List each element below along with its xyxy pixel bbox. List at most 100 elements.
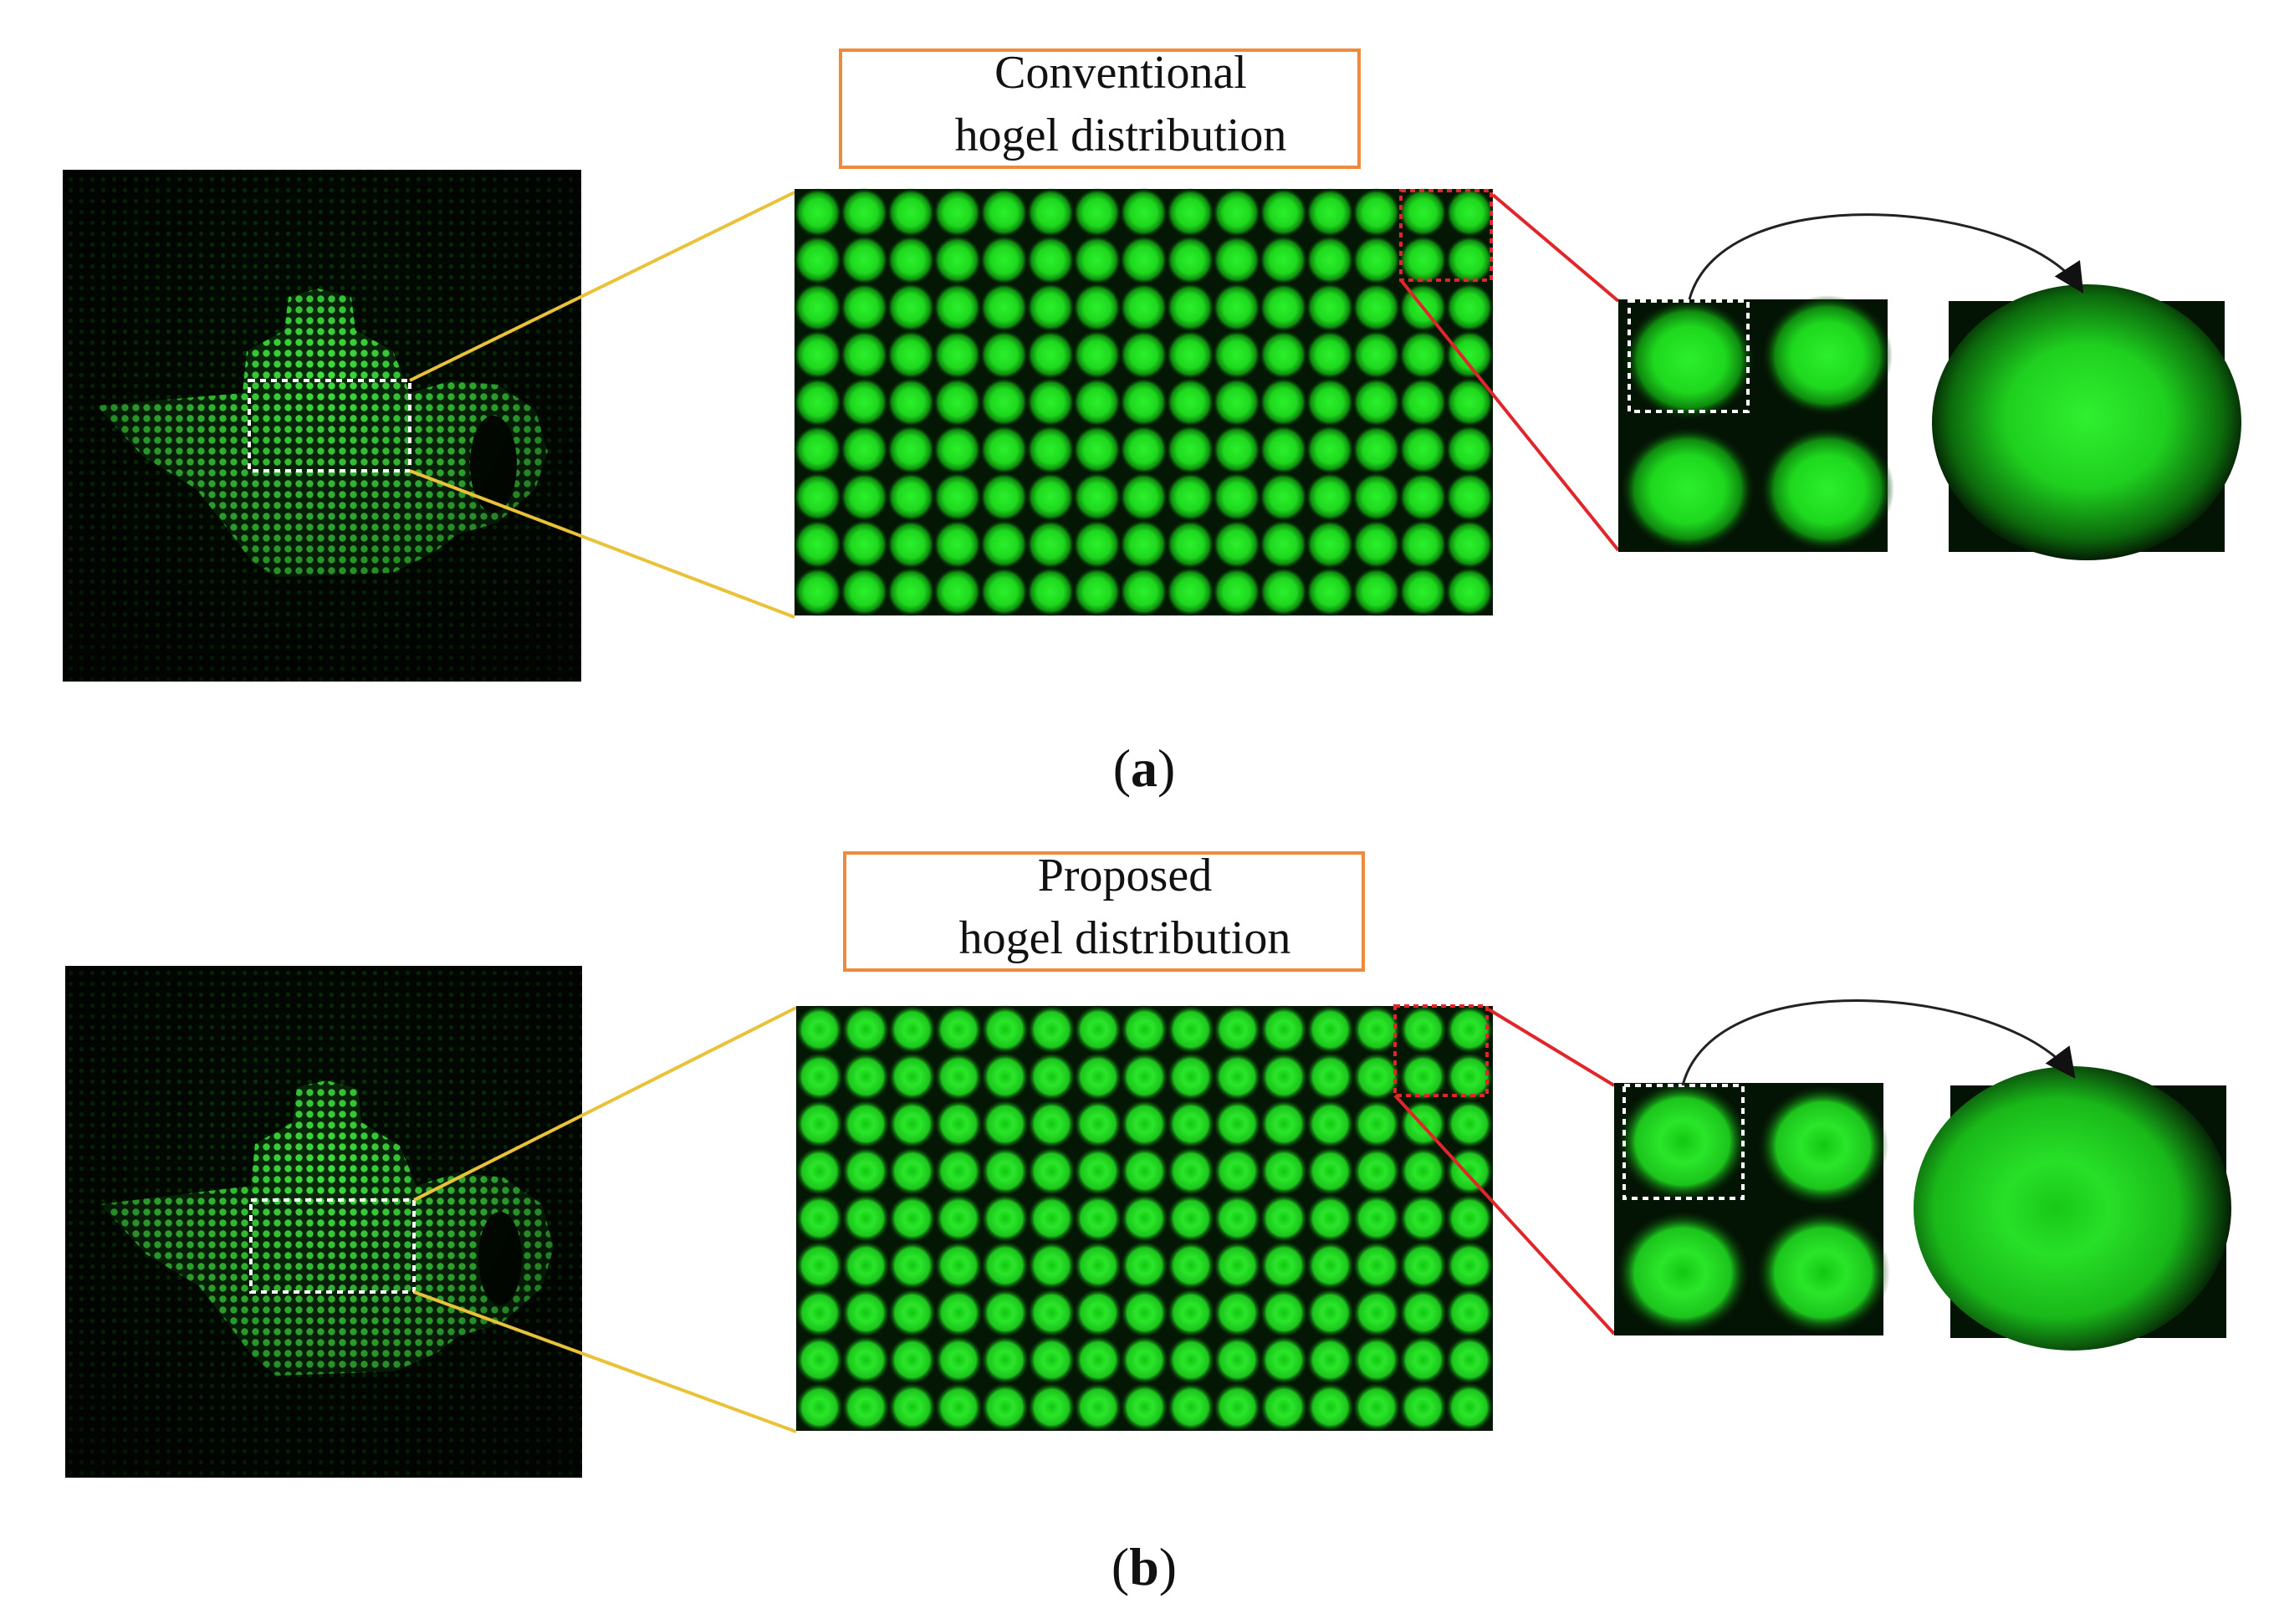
hogel	[1352, 377, 1401, 427]
hogel	[1398, 329, 1448, 380]
hogel	[1398, 377, 1448, 427]
hogel	[841, 1335, 891, 1385]
hogel	[981, 1004, 1030, 1055]
detail-connector-bottom	[1399, 278, 1620, 552]
hogel	[1166, 519, 1215, 569]
hogel	[1074, 1241, 1122, 1290]
hogel	[840, 377, 889, 427]
hogel	[793, 472, 842, 522]
hogel	[1120, 1193, 1169, 1244]
hogel	[841, 1193, 891, 1244]
hogel	[1306, 283, 1355, 333]
hogel	[1306, 1147, 1355, 1196]
hogel	[934, 1193, 984, 1244]
selection-box	[249, 1198, 416, 1294]
hogel	[1120, 1241, 1169, 1290]
zoom-connector-top	[413, 1006, 797, 1202]
hogel	[1398, 1335, 1448, 1385]
hogel	[979, 425, 1029, 475]
hogel	[1166, 425, 1215, 475]
hogel	[1352, 235, 1401, 285]
hogel	[1352, 1288, 1402, 1338]
panel-label-b: (b)	[1111, 1537, 1177, 1596]
hogel	[1260, 1335, 1308, 1385]
hogel	[934, 1241, 984, 1290]
hogel	[887, 283, 936, 333]
hogel	[1166, 187, 1215, 237]
hogel	[1352, 329, 1401, 380]
hogel	[1119, 567, 1168, 617]
hogel	[887, 1147, 937, 1196]
hogel	[1259, 377, 1308, 427]
hogel	[840, 519, 889, 569]
hogel	[1306, 1382, 1355, 1432]
hogel	[1072, 472, 1122, 522]
hogel	[933, 235, 982, 285]
curved-arrow-icon	[1688, 213, 2084, 300]
hogel	[1398, 425, 1448, 475]
hogel	[1306, 1288, 1355, 1338]
hogel	[933, 472, 982, 522]
hogel	[1072, 567, 1122, 617]
hogel	[1074, 1052, 1122, 1102]
hogel	[1445, 472, 1495, 522]
hogel	[979, 519, 1029, 569]
single-hogel-selection	[1628, 299, 1750, 413]
hogel	[795, 1335, 844, 1385]
hogel	[934, 1335, 984, 1385]
hogel	[979, 329, 1029, 380]
hogel	[887, 235, 936, 285]
hogel	[1074, 1099, 1122, 1149]
hogel	[1398, 1193, 1448, 1244]
hogel	[1026, 377, 1076, 427]
hogel	[1352, 1335, 1402, 1385]
hogel	[1213, 1241, 1262, 1290]
hogel	[1306, 377, 1355, 427]
hogel	[1119, 425, 1168, 475]
hogel	[1306, 235, 1355, 285]
detail-selection-box	[1399, 189, 1493, 282]
hogel	[1212, 567, 1261, 617]
hogel	[1074, 1147, 1122, 1196]
hogel	[1027, 1335, 1076, 1385]
hogel	[934, 1382, 984, 1432]
hogel	[1166, 329, 1215, 380]
hogel	[1072, 377, 1122, 427]
hogel	[1212, 235, 1261, 285]
hogel	[1026, 472, 1076, 522]
hogel	[795, 1193, 844, 1244]
hogel	[795, 1382, 844, 1432]
hogel	[1119, 519, 1168, 569]
hogel	[933, 519, 982, 569]
hogel	[1027, 1052, 1076, 1102]
hogel	[1072, 519, 1122, 569]
hogel	[840, 472, 889, 522]
hogel	[1445, 1193, 1495, 1244]
hogel	[981, 1052, 1030, 1102]
hogel	[1166, 567, 1215, 617]
hogel	[1119, 377, 1168, 427]
hogel	[1166, 235, 1215, 285]
hogel	[1445, 283, 1495, 333]
hogel	[1120, 1335, 1169, 1385]
hogel	[1398, 1147, 1448, 1196]
teapot-hologram-image	[65, 966, 582, 1478]
hogel	[1352, 425, 1401, 475]
hogel	[1119, 187, 1168, 237]
hogel	[1120, 1382, 1169, 1432]
hogel	[1213, 1052, 1262, 1102]
hogel	[1120, 1004, 1169, 1055]
hogel	[934, 1004, 984, 1055]
hogel	[1260, 1147, 1308, 1196]
hogel	[1352, 1147, 1402, 1196]
hogel	[1306, 567, 1355, 617]
hogel	[1306, 1193, 1355, 1244]
hogel	[1167, 1241, 1215, 1290]
hogel	[1306, 425, 1355, 475]
hogel	[1120, 1099, 1169, 1149]
hogel	[1213, 1335, 1262, 1385]
hogel	[933, 377, 982, 427]
hogel	[1260, 1193, 1308, 1244]
hogel	[1072, 425, 1122, 475]
